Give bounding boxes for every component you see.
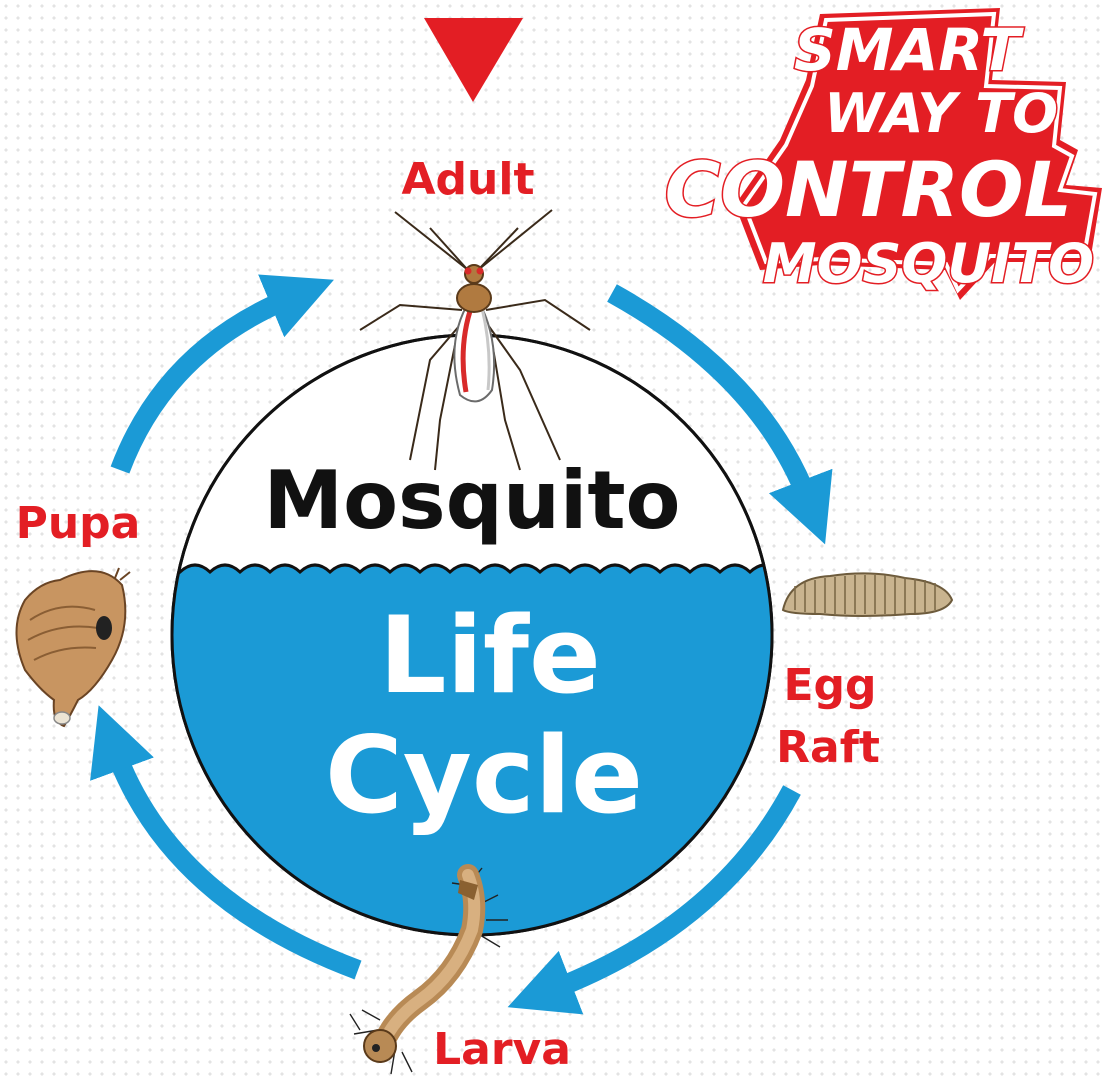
label-raft: Raft <box>776 722 880 773</box>
logo-line-mosquito: MOSQUITO <box>763 232 1094 295</box>
logo-line-wayto: WAY TO <box>824 82 1058 145</box>
title-cycle: Cycle <box>325 714 643 837</box>
egg-raft-icon <box>783 573 952 616</box>
label-larva: Larva <box>433 1024 571 1075</box>
label-egg: Egg <box>783 660 876 711</box>
label-pupa: Pupa <box>16 498 141 549</box>
title-life: Life <box>379 594 601 717</box>
down-triangle-icon <box>424 18 523 102</box>
smart-way-logo: SMART WAY TO CONTROL MOSQUITO <box>665 8 1102 300</box>
pupa-icon <box>17 568 131 726</box>
label-adult: Adult <box>402 154 535 205</box>
title-mosquito: Mosquito <box>263 454 680 547</box>
logo-line-control: CONTROL <box>665 145 1072 234</box>
logo-line-smart: SMART <box>794 16 1024 84</box>
